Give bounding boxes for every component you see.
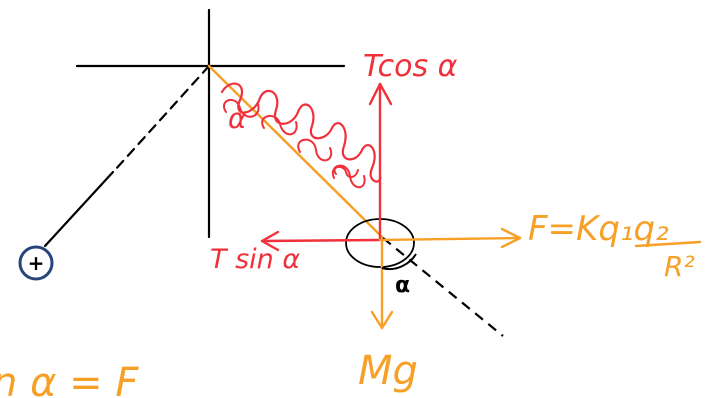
lower-angle-arc: [381, 253, 417, 270]
charge-circle: [18, 245, 54, 281]
force-fraction-bar: [634, 240, 702, 248]
string-scribble-loops: [223, 98, 366, 189]
lower-angle-label: α: [395, 273, 410, 298]
tension-cos-arrow: [368, 82, 393, 240]
left-pendulum: [43, 64, 211, 248]
upper-angle-label: α: [228, 102, 247, 135]
charge-sign: +: [28, 251, 45, 275]
right-string: [207, 64, 385, 240]
string-small-alpha: [333, 166, 359, 178]
left-string: [43, 170, 115, 248]
left-charge: +: [18, 245, 54, 281]
weight-arrow: [370, 239, 394, 330]
force-numerator-label: F=Kq₁q₂: [528, 209, 669, 249]
left-dashed-string: [113, 64, 211, 172]
support-cross: [75, 8, 346, 239]
tension-cos-label: Tcos α: [363, 49, 458, 84]
string-scribble: [220, 82, 382, 183]
coulomb-force-arrow: [378, 227, 522, 249]
tension-sin-label: T sin α: [210, 244, 300, 275]
weight-label: Mg: [358, 348, 418, 394]
bottom-equation-fragment: n α = F: [0, 360, 139, 398]
force-denominator-label: R²: [664, 250, 695, 283]
tension-sin-arrow: [260, 230, 382, 252]
string-extension-dashed: [382, 237, 504, 337]
